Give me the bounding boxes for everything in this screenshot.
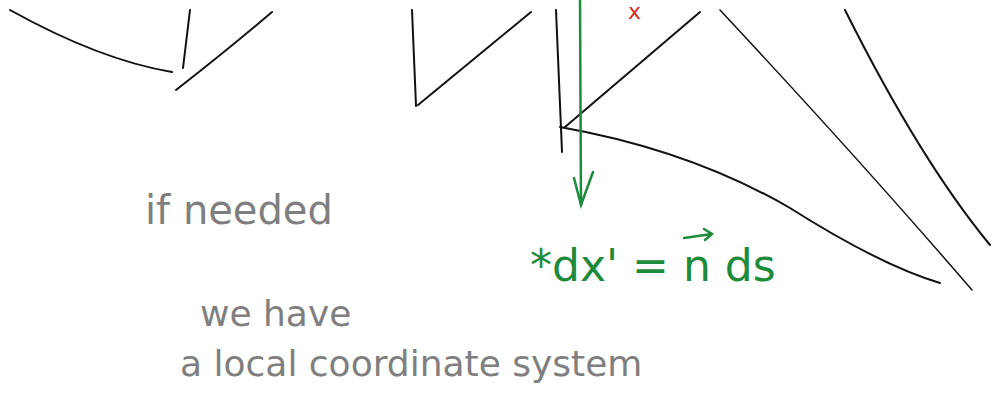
stroke: [565, 12, 700, 127]
stroke: [556, 10, 562, 152]
stroke: [183, 10, 190, 68]
arrow-shaft: [580, 0, 581, 205]
formula: *dx' = n ds: [530, 242, 776, 290]
axis-label: x: [628, 0, 641, 24]
curve: [176, 12, 272, 90]
stroke: [418, 12, 531, 105]
note: if needed: [145, 188, 333, 232]
stroke: [412, 10, 416, 106]
note: a local coordinate system: [180, 344, 642, 384]
curve: [845, 10, 990, 245]
curve: [10, 10, 172, 72]
arrow-head: [574, 172, 593, 205]
vector-arrow: [684, 229, 712, 240]
note: we have: [200, 294, 351, 334]
